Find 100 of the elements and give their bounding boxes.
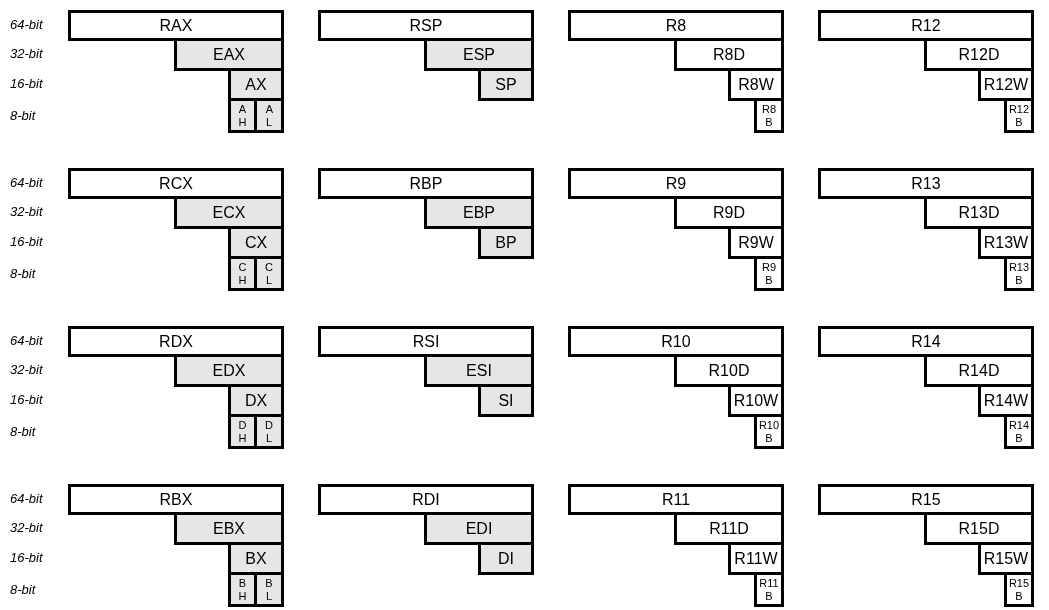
register-name: B H — [238, 576, 247, 603]
register-box — [818, 10, 1034, 41]
register-name: R15 B — [1008, 576, 1030, 603]
register-box — [424, 38, 534, 71]
register-box — [924, 512, 1034, 545]
register-box — [728, 68, 784, 101]
register-name: R11D — [709, 520, 749, 537]
register-name: R10W — [733, 392, 779, 409]
register-box — [568, 10, 784, 41]
register-name: R11 B — [759, 576, 779, 603]
register-box — [478, 542, 534, 575]
register-box — [68, 168, 284, 199]
register-name: RBX — [159, 491, 193, 508]
register-name: R9 — [665, 175, 687, 192]
register-box — [68, 326, 284, 357]
register-name: R13 B — [1008, 260, 1030, 287]
register-box — [318, 168, 534, 199]
bit-width-label: 16-bit — [10, 393, 43, 406]
register-box — [424, 354, 534, 387]
register-name: RBP — [409, 175, 443, 192]
register-name: SI — [498, 392, 514, 409]
bit-width-label: 8-bit — [10, 425, 36, 438]
register-box — [818, 168, 1034, 199]
register-name: R10D — [708, 362, 750, 379]
register-name: R12 — [911, 17, 941, 34]
register-box — [254, 256, 284, 291]
register-box — [924, 196, 1034, 229]
register-box — [728, 384, 784, 417]
register-box — [254, 98, 284, 133]
register-name: AX — [245, 76, 267, 93]
register-box — [68, 10, 284, 41]
register-box — [174, 354, 284, 387]
register-name: R15W — [983, 550, 1029, 567]
register-name: R14D — [958, 362, 1000, 379]
register-box — [754, 98, 784, 133]
bit-width-label: 64-bit — [10, 176, 43, 189]
register-name: EAX — [213, 46, 245, 63]
register-box — [728, 542, 784, 575]
bit-width-label: 64-bit — [10, 492, 43, 505]
register-name: ESI — [466, 362, 492, 379]
bit-width-label: 8-bit — [10, 109, 36, 122]
register-name: R14 — [911, 333, 941, 350]
register-name: SP — [495, 76, 517, 93]
register-box — [728, 226, 784, 259]
register-name: R10 — [661, 333, 691, 350]
register-name: R12W — [983, 76, 1029, 93]
register-box — [68, 484, 284, 515]
register-name: DX — [244, 392, 268, 409]
register-box — [318, 326, 534, 357]
register-name: A H — [238, 102, 247, 129]
register-name: A L — [265, 102, 273, 129]
register-name: EDX — [212, 362, 246, 379]
register-name: R9W — [738, 234, 774, 251]
register-name: RCX — [159, 175, 193, 192]
register-box — [978, 542, 1034, 575]
bit-width-label: 64-bit — [10, 334, 43, 347]
bit-width-label: 32-bit — [10, 205, 43, 218]
register-box — [478, 226, 534, 259]
register-name: ECX — [212, 204, 246, 221]
register-name: RSI — [412, 333, 440, 350]
register-name: RAX — [159, 17, 193, 34]
register-box — [674, 512, 784, 545]
bit-width-label: 16-bit — [10, 551, 43, 564]
register-box — [978, 226, 1034, 259]
bit-width-label: 64-bit — [10, 18, 43, 31]
register-box — [978, 68, 1034, 101]
register-box — [978, 384, 1034, 417]
register-name: BX — [245, 550, 267, 567]
register-box — [174, 38, 284, 71]
register-name: R8D — [713, 46, 745, 63]
register-box — [478, 384, 534, 417]
register-name: R9D — [713, 204, 745, 221]
register-name: R11 — [661, 491, 691, 508]
bit-width-label: 32-bit — [10, 521, 43, 534]
register-name: R8W — [738, 76, 774, 93]
bit-width-label: 8-bit — [10, 267, 36, 280]
register-box — [674, 354, 784, 387]
register-box — [818, 326, 1034, 357]
bit-width-label: 8-bit — [10, 583, 36, 596]
register-name: D L — [265, 418, 273, 445]
register-box — [568, 326, 784, 357]
register-name: R12 B — [1008, 102, 1030, 129]
register-name: D H — [238, 418, 247, 445]
register-name: EBX — [213, 520, 245, 537]
register-name: C L — [265, 260, 273, 287]
register-name: RDX — [159, 333, 193, 350]
register-box — [754, 256, 784, 291]
register-name: RDI — [412, 491, 440, 508]
register-box — [174, 512, 284, 545]
register-box — [818, 484, 1034, 515]
register-name: RSP — [409, 17, 443, 34]
register-name: EDI — [465, 520, 493, 537]
register-name: R14 B — [1008, 418, 1030, 445]
register-name: DI — [498, 550, 514, 567]
register-box — [318, 484, 534, 515]
register-box — [568, 168, 784, 199]
register-name: BP — [495, 234, 517, 251]
register-box — [674, 196, 784, 229]
register-box — [924, 38, 1034, 71]
register-name: C H — [238, 260, 247, 287]
